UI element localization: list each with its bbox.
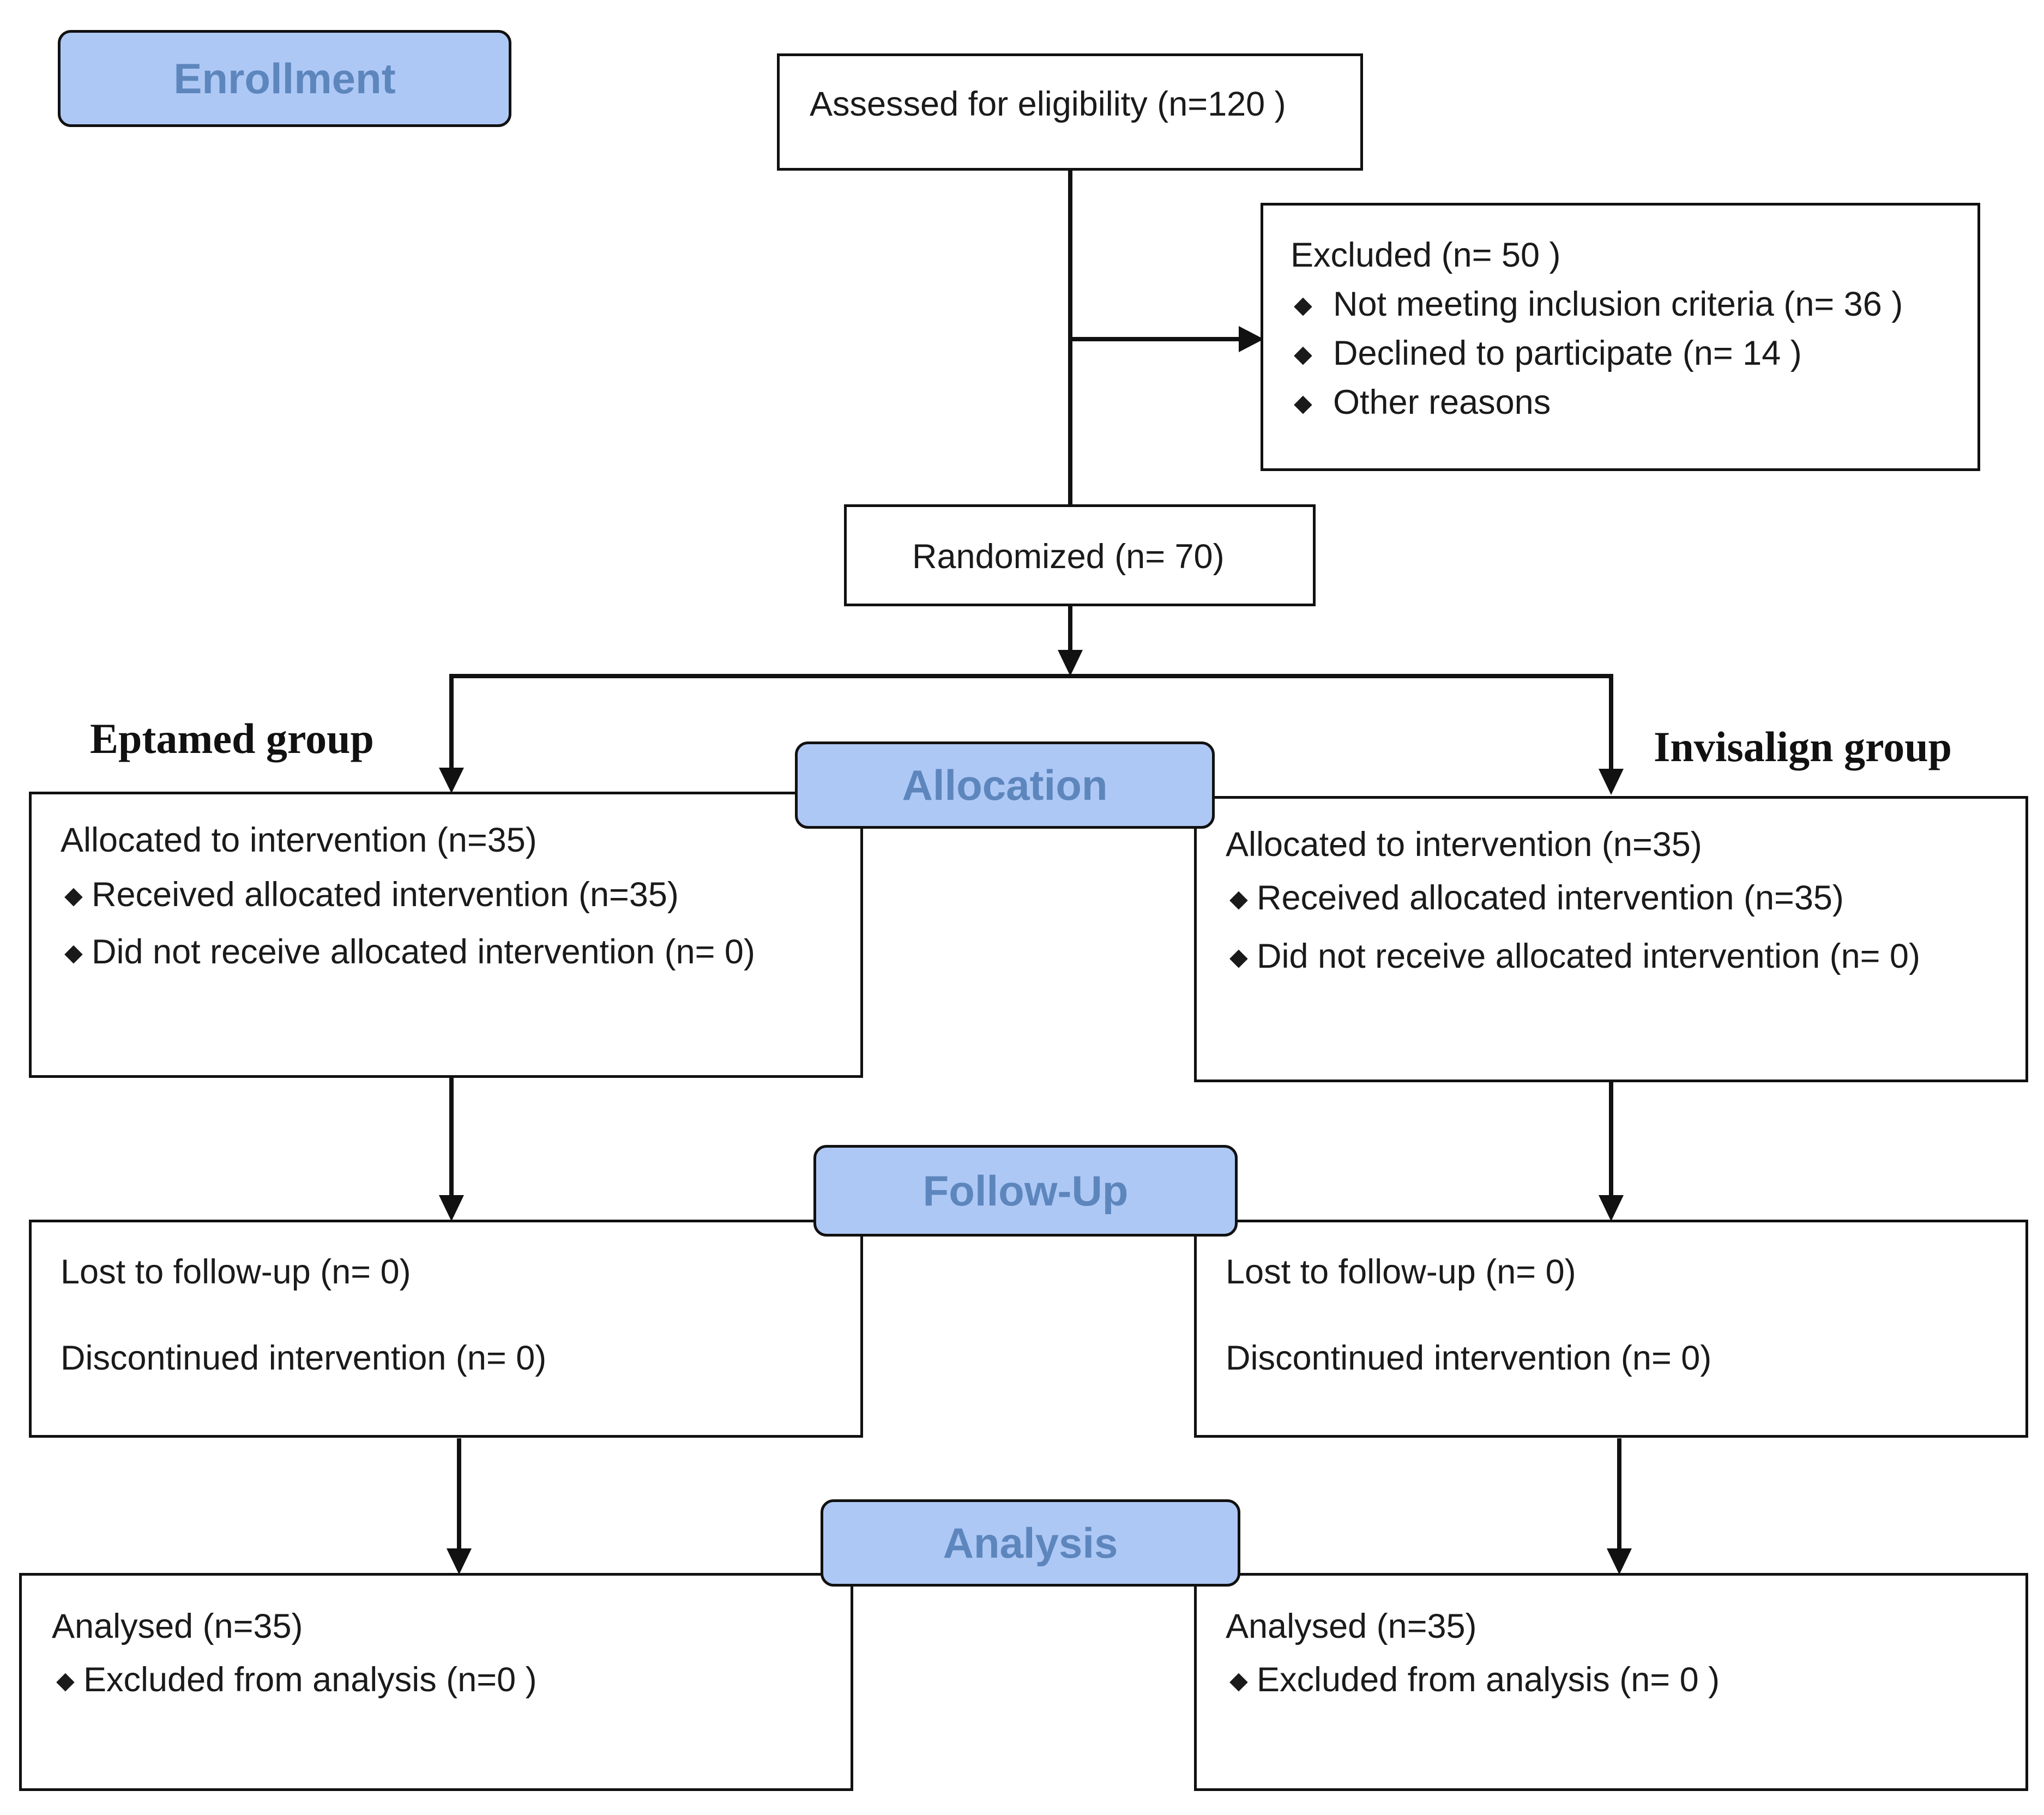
stage-follow-up-label: Follow-Up: [922, 1166, 1129, 1215]
analysis-box-left: Analysed (n=35) ◆ Excluded from analysis…: [19, 1573, 853, 1791]
arrowhead-right-followup: [1599, 1195, 1624, 1221]
excluded-box: Excluded (n= 50 ) ◆ Not meeting inclusio…: [1261, 203, 1980, 471]
group-label-left: Eptamed group: [90, 715, 374, 762]
excluded-title: Excluded (n= 50 ): [1291, 236, 1561, 274]
followup-right-lost: Lost to follow-up (n= 0): [1226, 1253, 1576, 1291]
arrowhead-left-analysis: [447, 1548, 472, 1575]
followup-left-lost: Lost to follow-up (n= 0): [61, 1253, 411, 1291]
followup-right-discontinued: Discontinued intervention (n= 0): [1226, 1339, 1712, 1377]
followup-left-discontinued: Discontinued intervention (n= 0): [61, 1339, 547, 1377]
bullet-icon: ◆: [1229, 885, 1248, 912]
excluded-item: Not meeting inclusion criteria (n= 36 ): [1333, 285, 1903, 323]
followup-box-right: Lost to follow-up (n= 0) Discontinued in…: [1194, 1220, 2028, 1438]
followup-box-left: Lost to follow-up (n= 0) Discontinued in…: [29, 1220, 863, 1438]
bullet-icon: ◆: [64, 882, 83, 909]
group-label-right: Invisalign group: [1654, 723, 1952, 770]
bullet-icon: ◆: [64, 939, 83, 966]
bullet-icon: ◆: [1229, 1667, 1248, 1694]
allocation-left-item: Received allocated intervention (n=35): [92, 876, 679, 914]
arrowhead-excluded: [1239, 326, 1264, 352]
bullet-icon: ◆: [1294, 341, 1312, 367]
analysis-left-title: Analysed (n=35): [52, 1607, 303, 1645]
analysis-box-right: Analysed (n=35) ◆ Excluded from analysis…: [1194, 1573, 2028, 1791]
assessed-box: Assessed for eligibility (n=120 ): [777, 53, 1363, 171]
arrowhead-right-allocation: [1599, 769, 1624, 795]
stage-analysis-label: Analysis: [943, 1518, 1118, 1567]
allocation-box-left: Allocated to intervention (n=35) ◆ Recei…: [29, 792, 863, 1078]
allocation-right-item: Did not receive allocated intervention (…: [1257, 937, 1920, 975]
arrowhead-split: [1058, 650, 1083, 676]
stage-follow-up: Follow-Up: [813, 1145, 1238, 1237]
analysis-right-title: Analysed (n=35): [1226, 1607, 1477, 1645]
stage-allocation-label: Allocation: [902, 761, 1108, 809]
randomized-text: Randomized (n= 70): [912, 538, 1225, 576]
arrowhead-right-analysis: [1607, 1548, 1632, 1575]
allocation-left-title: Allocated to intervention (n=35): [61, 821, 537, 859]
arrowhead-left-followup: [439, 1195, 464, 1221]
analysis-left-item: Excluded from analysis (n=0 ): [83, 1661, 537, 1699]
allocation-right-title: Allocated to intervention (n=35): [1226, 825, 1702, 864]
bullet-icon: ◆: [1294, 390, 1312, 417]
allocation-right-item: Received allocated intervention (n=35): [1257, 879, 1844, 917]
stage-allocation: Allocation: [795, 741, 1215, 829]
bullet-icon: ◆: [56, 1667, 75, 1694]
arrowhead-left-allocation: [439, 768, 464, 793]
stage-analysis: Analysis: [821, 1499, 1240, 1587]
allocation-box-right: Allocated to intervention (n=35) ◆ Recei…: [1194, 796, 2028, 1082]
excluded-item: Declined to participate (n= 14 ): [1333, 334, 1802, 372]
stage-enrollment: Enrollment: [58, 30, 511, 127]
assessed-text: Assessed for eligibility (n=120 ): [810, 85, 1286, 123]
allocation-left-item: Did not receive allocated intervention (…: [92, 933, 755, 971]
stage-enrollment-label: Enrollment: [173, 54, 396, 102]
analysis-right-item: Excluded from analysis (n= 0 ): [1257, 1661, 1720, 1699]
bullet-icon: ◆: [1229, 944, 1248, 970]
bullet-icon: ◆: [1294, 292, 1312, 318]
excluded-item: Other reasons: [1333, 383, 1551, 421]
randomized-box: Randomized (n= 70): [844, 504, 1316, 606]
split-bar: [449, 674, 1613, 774]
